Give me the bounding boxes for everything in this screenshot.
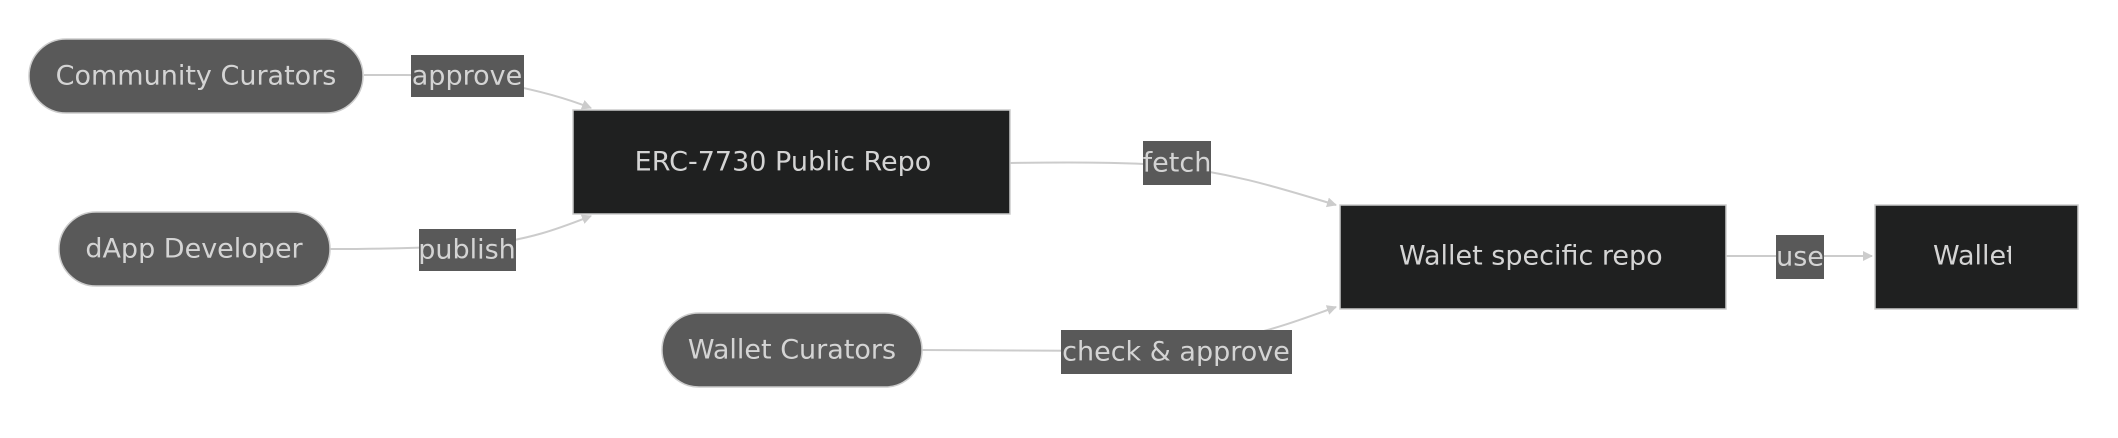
edge-label-use-text: use	[1776, 242, 1824, 273]
node-wallet-curators-label: Wallet Curators	[688, 335, 896, 366]
edge-label-check-approve: check & approve	[1061, 330, 1292, 374]
edge-label-publish-text: publish	[418, 235, 516, 266]
node-wallet-label: Wallet	[1933, 241, 2017, 272]
edge-label-approve: approve	[411, 55, 524, 97]
edge-label-use: use	[1776, 235, 1824, 279]
node-wallet[interactable]: Wallet	[1874, 204, 2079, 310]
edge-label-fetch-text: fetch	[1143, 148, 1212, 179]
node-dapp-developer-label: dApp Developer	[85, 234, 303, 265]
node-wallet-repo[interactable]: Wallet specific repo	[1339, 204, 1727, 310]
node-community-curators-label: Community Curators	[56, 61, 337, 92]
node-dapp-developer[interactable]: dApp Developer	[58, 211, 331, 287]
node-community-curators[interactable]: Community Curators	[28, 38, 364, 114]
edge-label-fetch: fetch	[1143, 141, 1212, 185]
node-wallet-curators[interactable]: Wallet Curators	[661, 312, 923, 388]
edge-label-check-approve-text: check & approve	[1062, 337, 1290, 368]
edge-label-approve-text: approve	[412, 61, 522, 92]
node-public-repo-label: ERC-7730 Public Repo	[635, 147, 932, 178]
node-wallet-repo-label: Wallet specific repo	[1399, 241, 1663, 272]
edge-label-publish: publish	[418, 229, 516, 271]
node-public-repo[interactable]: ERC-7730 Public Repo	[572, 109, 1011, 215]
